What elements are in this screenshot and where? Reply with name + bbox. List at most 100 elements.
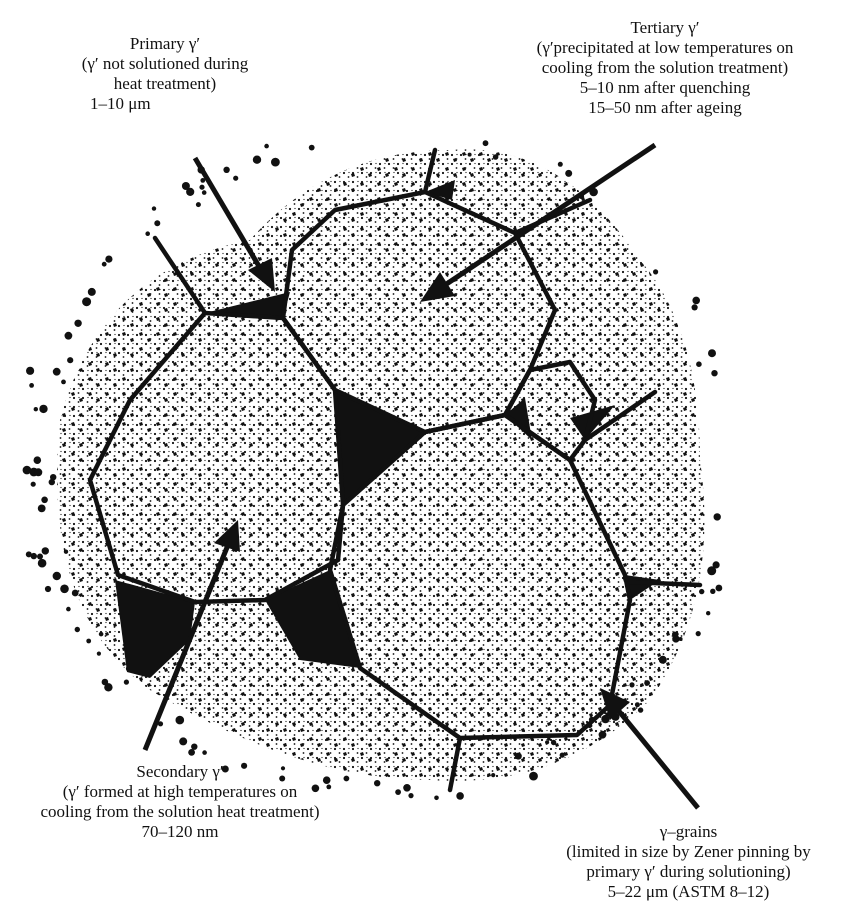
peripheral-dot	[104, 683, 113, 692]
peripheral-dot	[26, 366, 35, 375]
peripheral-dot	[280, 766, 286, 771]
peripheral-dot	[514, 752, 522, 760]
peripheral-dot	[30, 552, 37, 560]
peripheral-dot	[22, 465, 32, 475]
peripheral-dot	[98, 631, 104, 637]
peripheral-dot	[252, 155, 262, 164]
grain-boundary	[422, 147, 438, 195]
peripheral-dot	[598, 730, 607, 739]
secondary-line: 70–120 nm	[141, 822, 219, 841]
peripheral-dot	[672, 635, 680, 643]
grain-boundary	[280, 189, 558, 435]
peripheral-dot	[30, 481, 36, 487]
peripheral-dot	[41, 496, 48, 504]
peripheral-dot	[41, 547, 49, 555]
primary-particle	[570, 405, 615, 440]
peripheral-dot	[492, 154, 499, 160]
peripheral-dot	[692, 296, 700, 305]
peripheral-dot	[491, 773, 496, 778]
peripheral-dot	[175, 715, 185, 725]
peripheral-dot	[66, 606, 71, 612]
peripheral-dot	[151, 206, 157, 211]
peripheral-dot	[711, 370, 718, 377]
peripheral-dot	[456, 792, 464, 800]
peripheral-dot	[87, 287, 96, 296]
peripheral-dot	[63, 549, 69, 554]
peripheral-dot	[395, 789, 401, 795]
peripheral-dot	[403, 784, 411, 792]
peripheral-dot	[673, 631, 679, 637]
peripheral-dot	[37, 553, 43, 560]
peripheral-dot	[201, 190, 207, 195]
tertiary-line: (γ′precipitated at low temperatures on	[536, 38, 794, 57]
peripheral-dot	[39, 404, 48, 414]
annotation-arrows	[142, 142, 700, 810]
peripheral-dot	[322, 776, 331, 784]
peripheral-dot	[145, 231, 150, 236]
peripheral-dot	[221, 765, 229, 773]
peripheral-dot	[52, 367, 61, 376]
peripheral-dot	[105, 255, 113, 263]
peripheral-dot	[37, 558, 47, 568]
peripheral-dot	[223, 166, 230, 173]
primary-line: 1–10 μm	[90, 94, 151, 113]
peripheral-dot	[186, 187, 195, 196]
grains-arrow	[600, 688, 700, 810]
peripheral-dot	[311, 784, 320, 793]
peripheral-dot	[326, 784, 332, 790]
peripheral-dot	[188, 749, 196, 756]
grains-line: 5–22 μm (ASTM 8–12)	[607, 882, 770, 901]
primary-arrow	[192, 156, 275, 292]
grain-boundary	[152, 235, 208, 316]
peripheral-dot	[637, 707, 644, 713]
tertiary-arrow	[420, 142, 657, 302]
peripheral-dot	[601, 714, 610, 724]
peripheral-dot	[467, 152, 472, 157]
grain-boundary	[627, 579, 703, 588]
peripheral-dot	[34, 468, 43, 477]
tertiary-gamma-prime-label: Tertiary γ′ (γ′precipitated at low tempe…	[465, 18, 865, 118]
grains-title: γ–grains	[659, 822, 718, 841]
primary-line: heat treatment)	[113, 74, 217, 93]
peripheral-dot	[29, 383, 34, 388]
primary-title: Primary γ′	[129, 34, 201, 53]
peripheral-dot	[434, 795, 439, 801]
peripheral-dot	[74, 626, 81, 633]
peripheral-dot	[181, 182, 190, 190]
primary-gamma-prime-label: Primary γ′ (γ′ not solutioned during hea…	[40, 34, 290, 114]
peripheral-dot	[264, 143, 269, 149]
peripheral-dot	[629, 682, 635, 688]
peripheral-dot	[706, 611, 711, 616]
peripheral-dot	[559, 752, 565, 758]
secondary-line: cooling from the solution heat treatment…	[40, 802, 320, 821]
peripheral-dot	[50, 474, 57, 481]
peripheral-dot	[123, 679, 129, 685]
peripheral-dot	[279, 775, 286, 782]
peripheral-dot	[408, 793, 414, 799]
peripheral-dot	[154, 220, 161, 227]
peripheral-dots	[22, 140, 723, 801]
peripheral-dot	[529, 771, 538, 781]
primary-line: (γ′ not solutioned during	[81, 54, 249, 73]
peripheral-dot	[550, 739, 557, 746]
peripheral-dot	[241, 762, 248, 769]
peripheral-dot	[199, 184, 205, 190]
secondary-line: (γ′ formed at high temperatures on	[62, 782, 298, 801]
grain-boundary	[447, 735, 463, 793]
peripheral-dot	[191, 743, 198, 750]
peripheral-dot	[157, 721, 164, 727]
secondary-gamma-prime-label: Secondary γ′ (γ′ formed at high temperat…	[0, 762, 360, 842]
peripheral-dot	[557, 161, 563, 167]
peripheral-dot	[710, 588, 716, 594]
peripheral-dot	[713, 513, 721, 521]
secondary-arrow	[142, 520, 240, 751]
peripheral-dot	[343, 775, 350, 782]
peripheral-dot	[33, 456, 42, 465]
peripheral-dot	[708, 349, 716, 358]
peripheral-dot	[71, 589, 79, 597]
peripheral-dot	[64, 331, 73, 340]
peripheral-dot	[233, 175, 239, 181]
peripheral-dot	[200, 178, 206, 183]
peripheral-dot	[25, 551, 32, 558]
